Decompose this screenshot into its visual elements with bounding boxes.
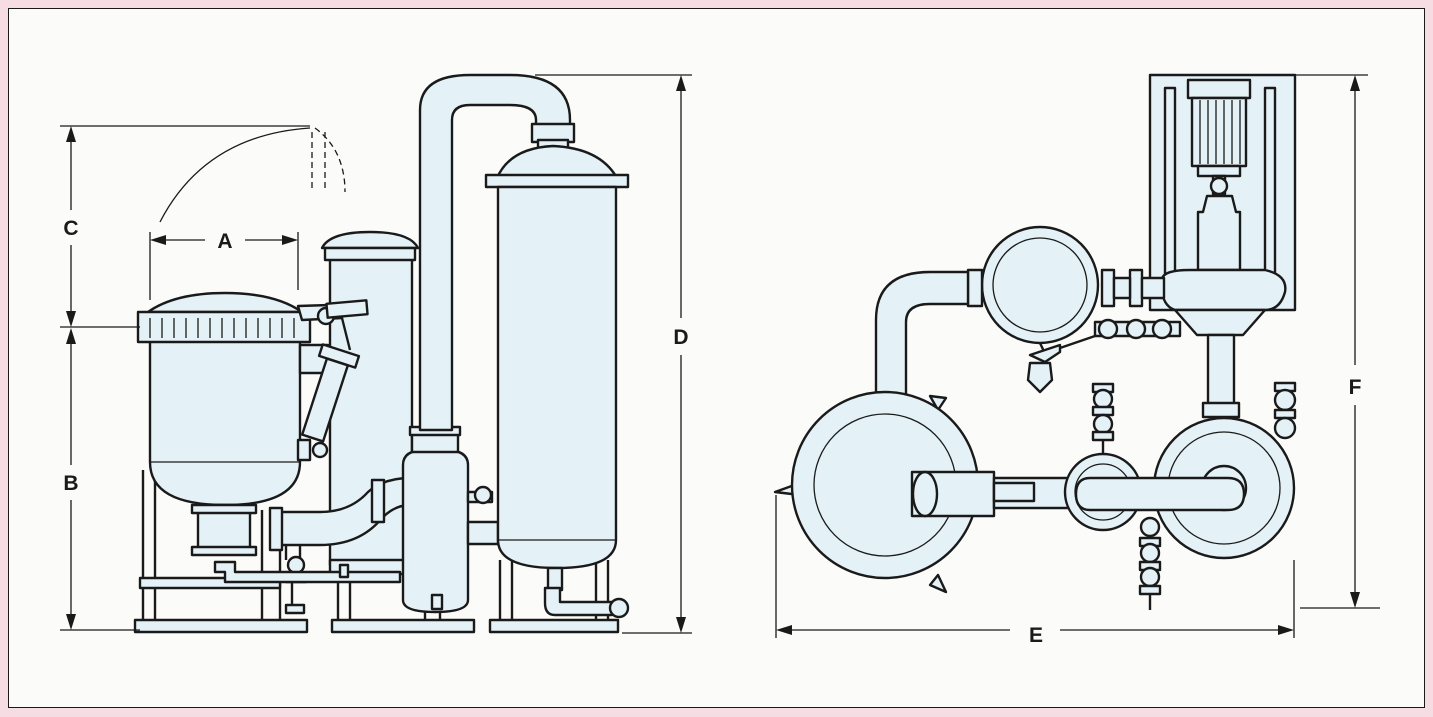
pump-volute bbox=[1160, 268, 1287, 419]
condenser-vessel bbox=[484, 144, 630, 619]
valve-stack-right bbox=[1273, 381, 1297, 440]
large-vessel bbox=[773, 390, 996, 594]
dimensions-right bbox=[775, 74, 1380, 638]
dimension-label-d: D bbox=[673, 326, 688, 349]
dimension-label-c: C bbox=[63, 217, 78, 240]
right-lower-vessel bbox=[1074, 416, 1296, 560]
pipe-loop bbox=[874, 270, 970, 402]
dimension-label-e: E bbox=[1029, 624, 1043, 647]
filter-vessel bbox=[136, 291, 330, 557]
connecting-pipe bbox=[213, 476, 412, 615]
valve-manifold bbox=[1059, 318, 1182, 350]
valve-stack-lower bbox=[1138, 516, 1162, 610]
dimension-label-f: F bbox=[1349, 376, 1362, 399]
plan-view bbox=[773, 73, 1297, 610]
dimensions-left bbox=[60, 74, 692, 634]
gooseneck-pipe bbox=[418, 73, 576, 432]
dimension-label-a: A bbox=[217, 230, 232, 253]
dimension-label-b: B bbox=[63, 472, 78, 495]
motor-body bbox=[1190, 96, 1248, 168]
base-frame bbox=[133, 470, 620, 634]
upper-round-vessel bbox=[966, 225, 1166, 394]
lid-swing-arc bbox=[159, 127, 346, 223]
valve-stack-upper bbox=[1091, 382, 1115, 454]
side-elevation-view bbox=[133, 73, 630, 634]
filter-lid-flange bbox=[136, 310, 312, 344]
separator-vessel bbox=[401, 425, 500, 620]
lid-cylinder bbox=[296, 299, 369, 459]
